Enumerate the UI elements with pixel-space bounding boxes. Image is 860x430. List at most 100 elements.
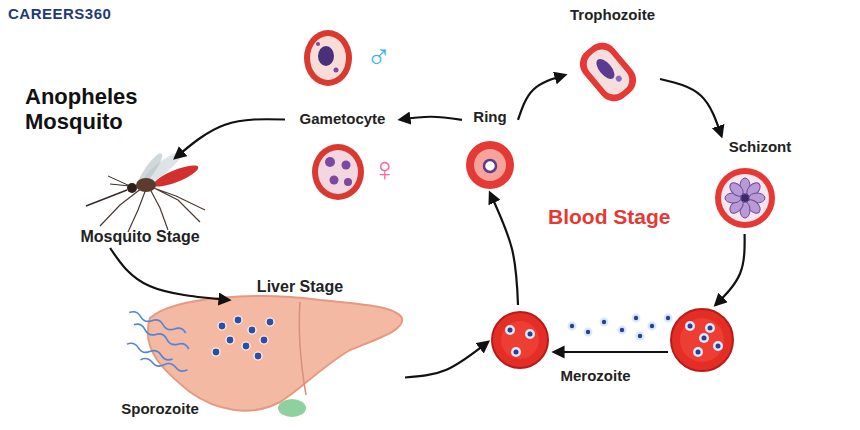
merozoite-dot xyxy=(632,314,641,323)
invaded-red-cell xyxy=(492,312,548,368)
liver-illustration xyxy=(126,296,402,417)
merozoite-dot xyxy=(568,322,577,331)
merozoite-dot xyxy=(666,316,670,320)
male-symbol: ♂ xyxy=(366,36,392,75)
cell-membrane xyxy=(492,312,548,368)
merozoite-dot xyxy=(505,325,515,335)
cell-merozoites xyxy=(685,321,723,357)
parasite-granule xyxy=(325,157,335,167)
parasite-dot xyxy=(226,336,234,344)
stage-label: Trophozoite xyxy=(555,6,670,23)
parasite-granule xyxy=(342,161,351,170)
merozoite-dot xyxy=(528,332,533,337)
merozoite-dot xyxy=(696,350,701,355)
merozoite-dot xyxy=(634,316,638,320)
parasite-ring xyxy=(484,160,496,172)
merozoite-dot xyxy=(648,322,657,331)
parasite-dot xyxy=(234,316,242,324)
sporozoite xyxy=(126,342,173,362)
cell-interior xyxy=(680,318,724,362)
parasite-dot xyxy=(248,326,256,334)
merozoite-dot xyxy=(638,334,642,338)
stage-label: Ring xyxy=(452,108,528,125)
bursting-red-cell xyxy=(671,309,733,371)
merozoite-dot xyxy=(600,318,609,327)
merozoite-dot xyxy=(705,323,715,333)
merozoite-dot xyxy=(525,329,535,339)
cell-interior xyxy=(582,45,634,100)
cycle-arrow xyxy=(518,75,565,120)
female-symbol: ♀ xyxy=(372,150,398,189)
merozoite-dot xyxy=(511,347,521,357)
cycle-arrow xyxy=(660,79,722,136)
mosquito-illustration xyxy=(86,148,205,232)
merozoite-dot xyxy=(508,328,513,333)
merozoite-dot xyxy=(636,332,645,341)
sporozoite xyxy=(140,357,188,372)
cycle-arrow xyxy=(490,193,518,305)
merozoite-dot xyxy=(702,336,707,341)
cell-interior xyxy=(474,149,506,181)
parasite-dot xyxy=(212,348,220,356)
merozoite-node: Merozoite xyxy=(488,305,738,397)
female-gametocyte-cell xyxy=(312,144,364,200)
cell-interior xyxy=(310,36,346,80)
sporozoite xyxy=(128,310,186,335)
merozoite-dot xyxy=(708,326,713,331)
cell-interior xyxy=(721,174,769,222)
liver-parasites xyxy=(212,316,274,360)
released-merozoites xyxy=(568,314,673,341)
cycle-arrow xyxy=(110,248,229,300)
merozoite-dot xyxy=(664,314,673,323)
mosquito-abdomen xyxy=(151,161,200,190)
mosquito-thorax xyxy=(136,178,156,192)
cycle-arrow xyxy=(716,234,745,305)
cell-membrane xyxy=(715,168,775,228)
cell-interior xyxy=(501,321,539,359)
cell-membrane xyxy=(671,309,733,371)
stage-label: Gametocyte xyxy=(285,110,400,127)
cell-interior xyxy=(318,150,358,194)
merozoite-dot xyxy=(620,328,624,332)
stage-label: Mosquito Stage xyxy=(65,228,215,246)
merozoite-dot xyxy=(586,330,590,334)
parasite-centre xyxy=(741,194,749,202)
cell-membrane xyxy=(304,30,352,86)
mosquito-leg xyxy=(100,186,205,232)
sporozoite-squiggles xyxy=(126,310,190,372)
cell-merozoites xyxy=(505,325,535,357)
parasite-granule xyxy=(615,74,623,82)
mosquito-antenna xyxy=(108,176,130,186)
parasite-dot xyxy=(242,342,250,350)
parasite-nucleus xyxy=(318,46,334,66)
schizont-flower xyxy=(725,178,765,218)
merozoite-dot xyxy=(602,320,606,324)
cell-membrane xyxy=(312,144,364,200)
merozoite-dot xyxy=(650,324,654,328)
cell-membrane xyxy=(466,141,514,189)
merozoite-dot xyxy=(618,326,627,335)
schizont-node: Schizont xyxy=(705,136,815,234)
host-heading: Anopheles Mosquito xyxy=(25,84,175,135)
cycle-arrow xyxy=(405,342,488,378)
merozoite-dot xyxy=(716,344,721,349)
ring-stage-cell xyxy=(466,141,514,189)
parasite-dot xyxy=(260,336,268,344)
parasite-granule xyxy=(330,176,339,185)
cycle-arrow xyxy=(175,119,285,158)
mosquito-stage-node: Anopheles MosquitoMosquito Stage xyxy=(75,158,205,248)
parasite-dot xyxy=(266,318,274,326)
parasite-dot xyxy=(218,322,226,330)
region-label: Blood Stage xyxy=(548,205,671,229)
schizont-cell xyxy=(715,168,775,228)
liver-ligament xyxy=(299,302,306,395)
merozoite-dot xyxy=(699,333,709,343)
merozoite-dot xyxy=(570,324,574,328)
trophozoite-cell xyxy=(573,36,642,108)
cycle-arrow xyxy=(400,117,462,120)
gallbladder xyxy=(278,399,306,417)
stage-label: Sporozoite xyxy=(100,400,220,417)
merozoite-dot xyxy=(514,350,519,355)
parasite-body xyxy=(593,56,618,82)
